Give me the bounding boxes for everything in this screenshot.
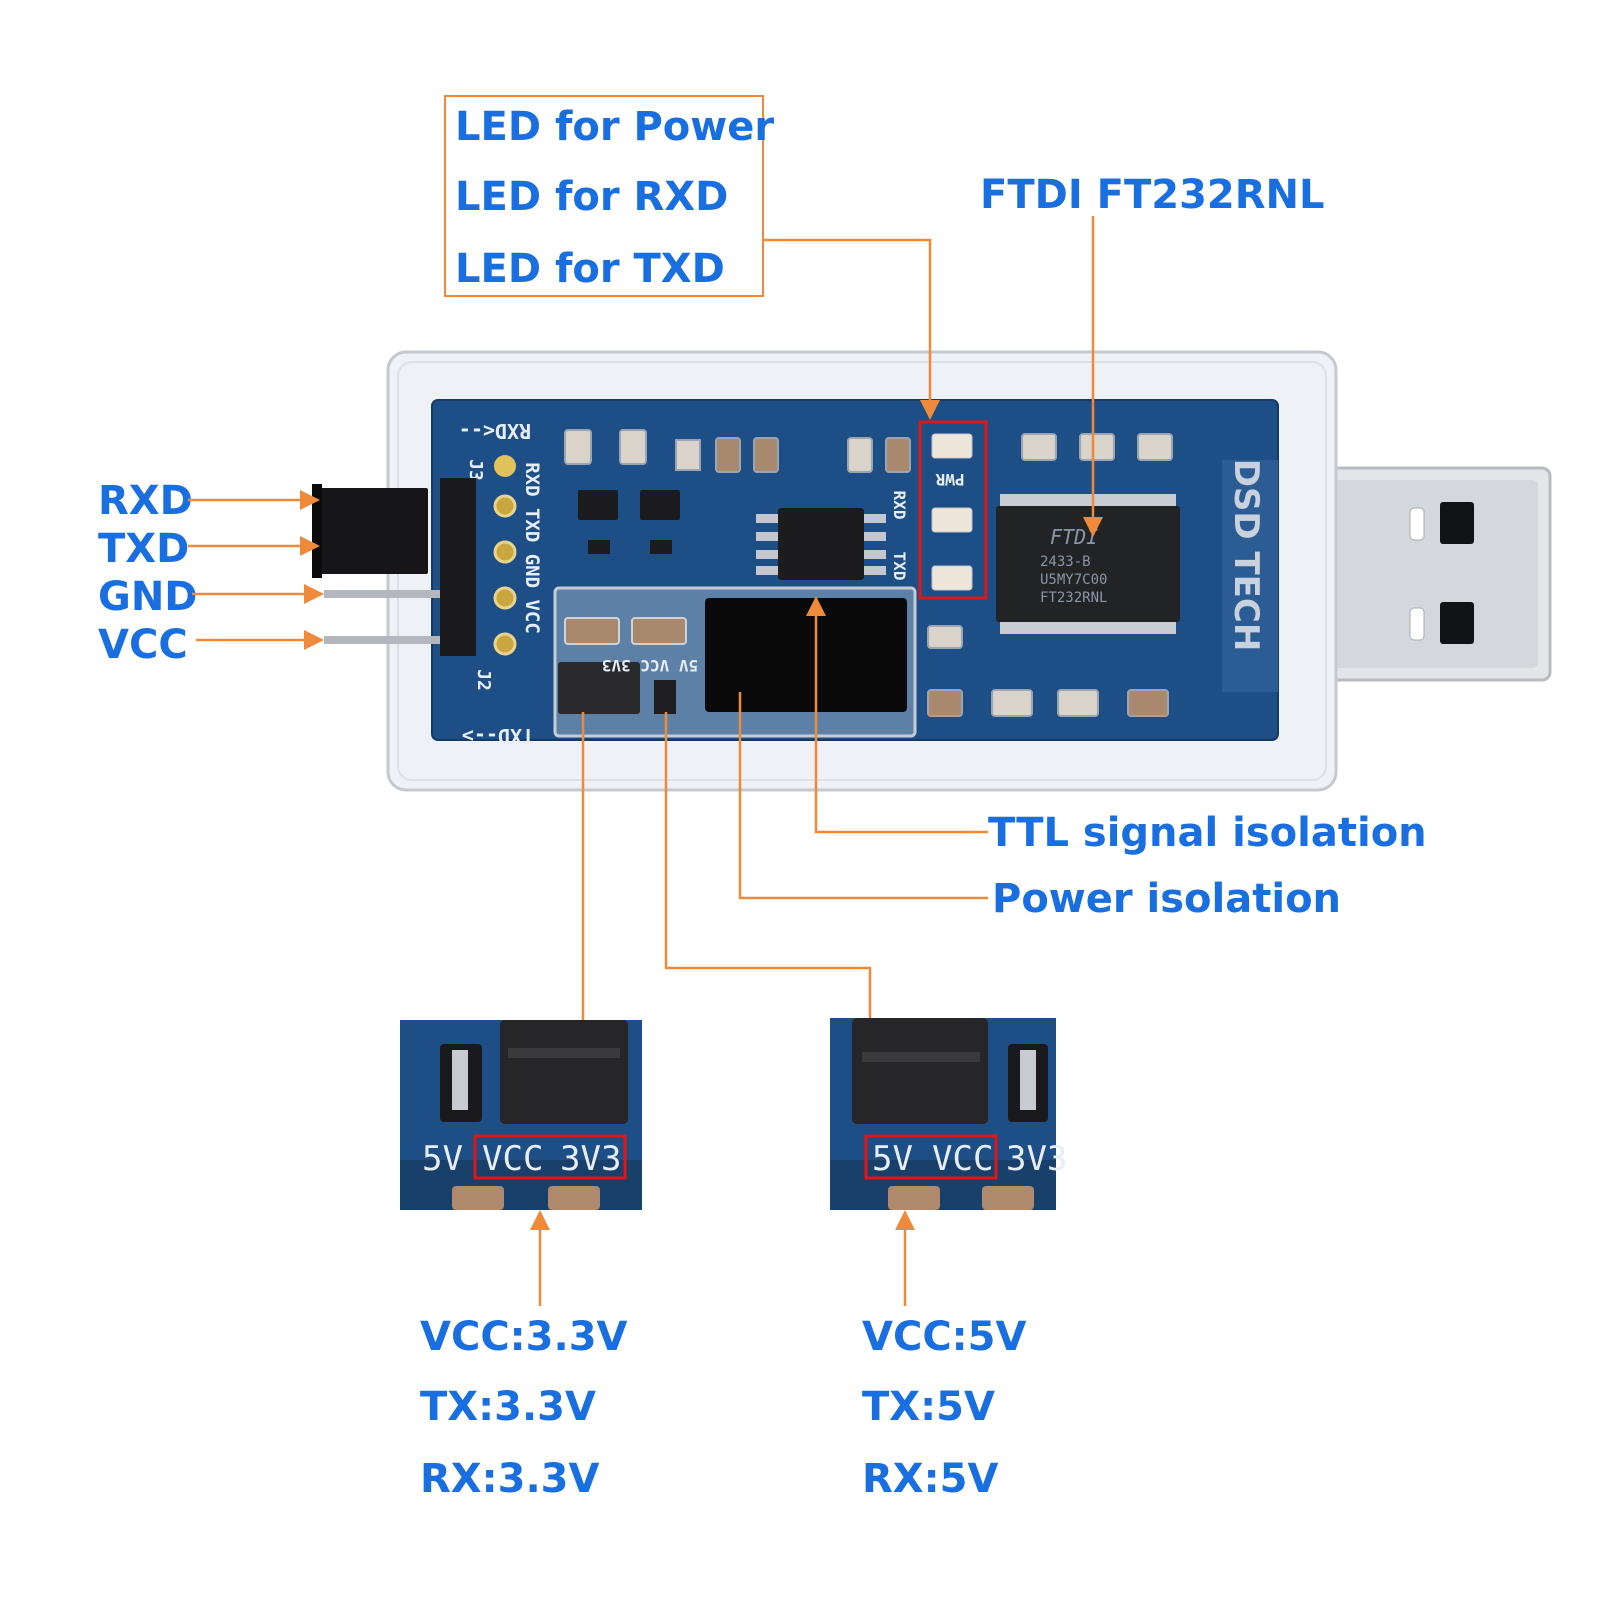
txd-silk: TXD [890,552,909,581]
led-power [931,433,973,459]
status-leds [931,433,973,591]
optocoupler-chip [756,508,886,580]
silk-5v: 5V [422,1139,463,1179]
chip-marking-brand: FTDI [1050,525,1098,549]
silk-5v: 5V [872,1139,913,1179]
chip-marking-lot: 2433-B [1040,554,1091,570]
led-callout-box [444,95,764,297]
silk-vcc: VCC [482,1139,543,1179]
jumper-silk-board: 5V VCC 3V3 [602,656,698,675]
led-callout: LED for Power LED for RXD LED for TXD [444,95,774,297]
usb-adapter-device: RXD<-- TXD--> J3 J2 RXD TXD GND VCC PWR … [312,350,1552,792]
leader-lines [530,216,1103,1306]
spec-vcc: VCC:5V [862,1314,1026,1360]
pin-labels: RXD TXD GND VCC [98,478,324,668]
led-power-label: LED for Power [455,104,774,150]
ft232rnl-chip: FTDI 2433-B U5MY7C00 FT232RNL [996,494,1180,634]
dcdc-module [705,598,907,712]
voltage-jumper-cap [558,662,640,714]
spec-rx: RX:3.3V [420,1456,599,1502]
module-capacitors [564,617,687,645]
pin-label-rxd: RXD [98,478,193,524]
dupont-pins [312,484,440,644]
brand-silk: DSD TECH [1226,459,1266,652]
pin-label-txd: TXD [98,526,189,572]
ttl-isolation-label: TTL signal isolation [988,810,1427,856]
jumper-inset-5v: 5V VCC 3V3 [830,1018,1067,1210]
silk-vcc: VCC [932,1139,993,1179]
specs-3v3: VCC:3.3V TX:3.3V RX:3.3V [420,1314,628,1502]
led-txd [931,565,973,591]
pin-label-vcc: VCC [98,622,188,668]
pin-header [440,455,517,656]
silk-3v3: 3V3 [1006,1139,1067,1179]
silk-3v3: 3V3 [560,1139,621,1179]
j2-silk: J2 [473,669,494,691]
spec-tx: TX:3.3V [420,1384,596,1430]
jumper-inset-3v3: 5V VCC 3V3 [400,1020,642,1210]
rxd-arrow-silk: RXD<-- [459,419,531,443]
jumper-cap [852,1018,988,1124]
smd-components-bottom [927,625,1169,717]
sot23-transistors [578,490,680,554]
header-pins-silk: RXD TXD GND VCC [521,462,543,634]
led-txd-label: LED for TXD [455,246,725,292]
smd-components-top [564,429,1173,473]
spec-tx: TX:5V [862,1384,995,1430]
chip-label: FTDI FT232RNL [980,172,1325,218]
chip-marking-part: FT232RNL [1040,590,1107,606]
selected-highlight [864,1134,998,1180]
led-highlight-box [918,420,988,600]
txd-arrow-silk: TXD--> [462,724,534,748]
pwr-silk: PWR [935,470,964,489]
selected-highlight [473,1134,627,1180]
specs-5v: VCC:5V TX:5V RX:5V [862,1314,1026,1502]
spec-vcc: VCC:3.3V [420,1314,628,1360]
led-rxd [931,507,973,533]
jumper-cap [500,1020,628,1124]
j3-silk: J3 [465,459,486,481]
pin-label-gnd: GND [98,574,198,620]
rxd-silk: RXD [890,491,909,520]
led-rxd-label: LED for RXD [455,174,728,220]
chip-marking-code: U5MY7C00 [1040,572,1107,588]
spec-rx: RX:5V [862,1456,998,1502]
usb-plug-hole [1440,502,1474,544]
usb-plug-hole [1440,602,1474,644]
power-isolation-label: Power isolation [992,876,1341,922]
